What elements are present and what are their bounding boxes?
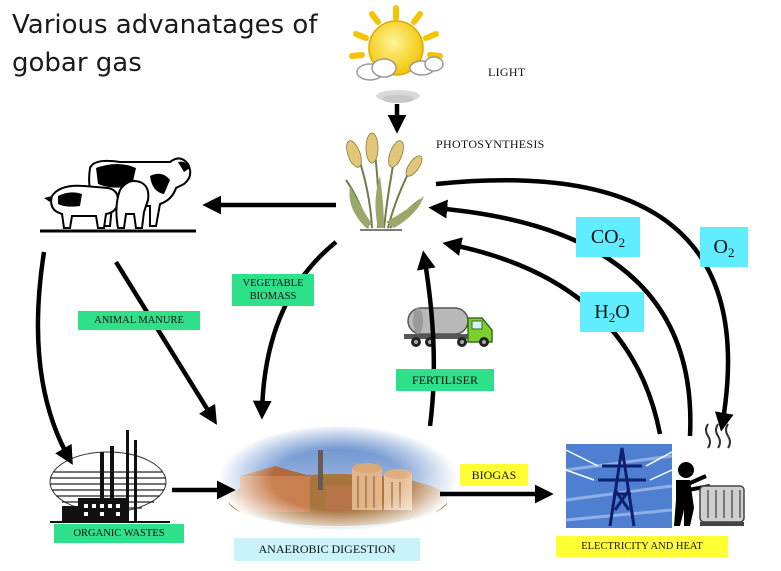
wheat-plant-icon [345,132,424,231]
arrow-biomass-to-digestion [252,240,338,420]
label-electricity-and-heat: ELECTRICITY AND HEAT [556,536,728,557]
flow-arrows [35,104,734,504]
biogas-plant-icon [218,425,458,535]
label-animal-manure: ANIMAL MANURE [78,311,200,330]
power-pylon-icon [565,444,673,528]
label-anaerobic-digestion: ANAEROBIC DIGESTION [234,538,420,561]
label-fertiliser: FERTILISER [396,369,494,391]
power-plant-icon [49,430,170,523]
sun-icon [349,5,444,103]
arrow-co2-to-plant [428,199,693,437]
page-title: Various advanatages of gobar gas [12,10,318,78]
label-photosynthesis: PHOTOSYNTHESIS [436,137,545,151]
livestock-icon [40,157,196,233]
label-light: LIGHT [488,65,526,79]
label-o2: O2 [700,227,748,267]
tanker-truck-icon [404,307,493,347]
label-vegetable-biomass: VEGETABLE BIOMASS [232,274,314,306]
arrow-manure-to-digestion [114,260,217,425]
label-h2o: H2O [580,292,644,332]
arrow-fertiliser-to-plant [416,250,437,427]
label-biogas: BIOGAS [460,464,528,486]
label-organic-wastes: ORGANIC WASTES [54,524,184,543]
label-co2: CO2 [576,217,640,257]
arrow-o2-from-plant [435,178,734,432]
person-heater-icon [674,423,745,526]
arrow-livestock-to-wastes [35,251,73,465]
